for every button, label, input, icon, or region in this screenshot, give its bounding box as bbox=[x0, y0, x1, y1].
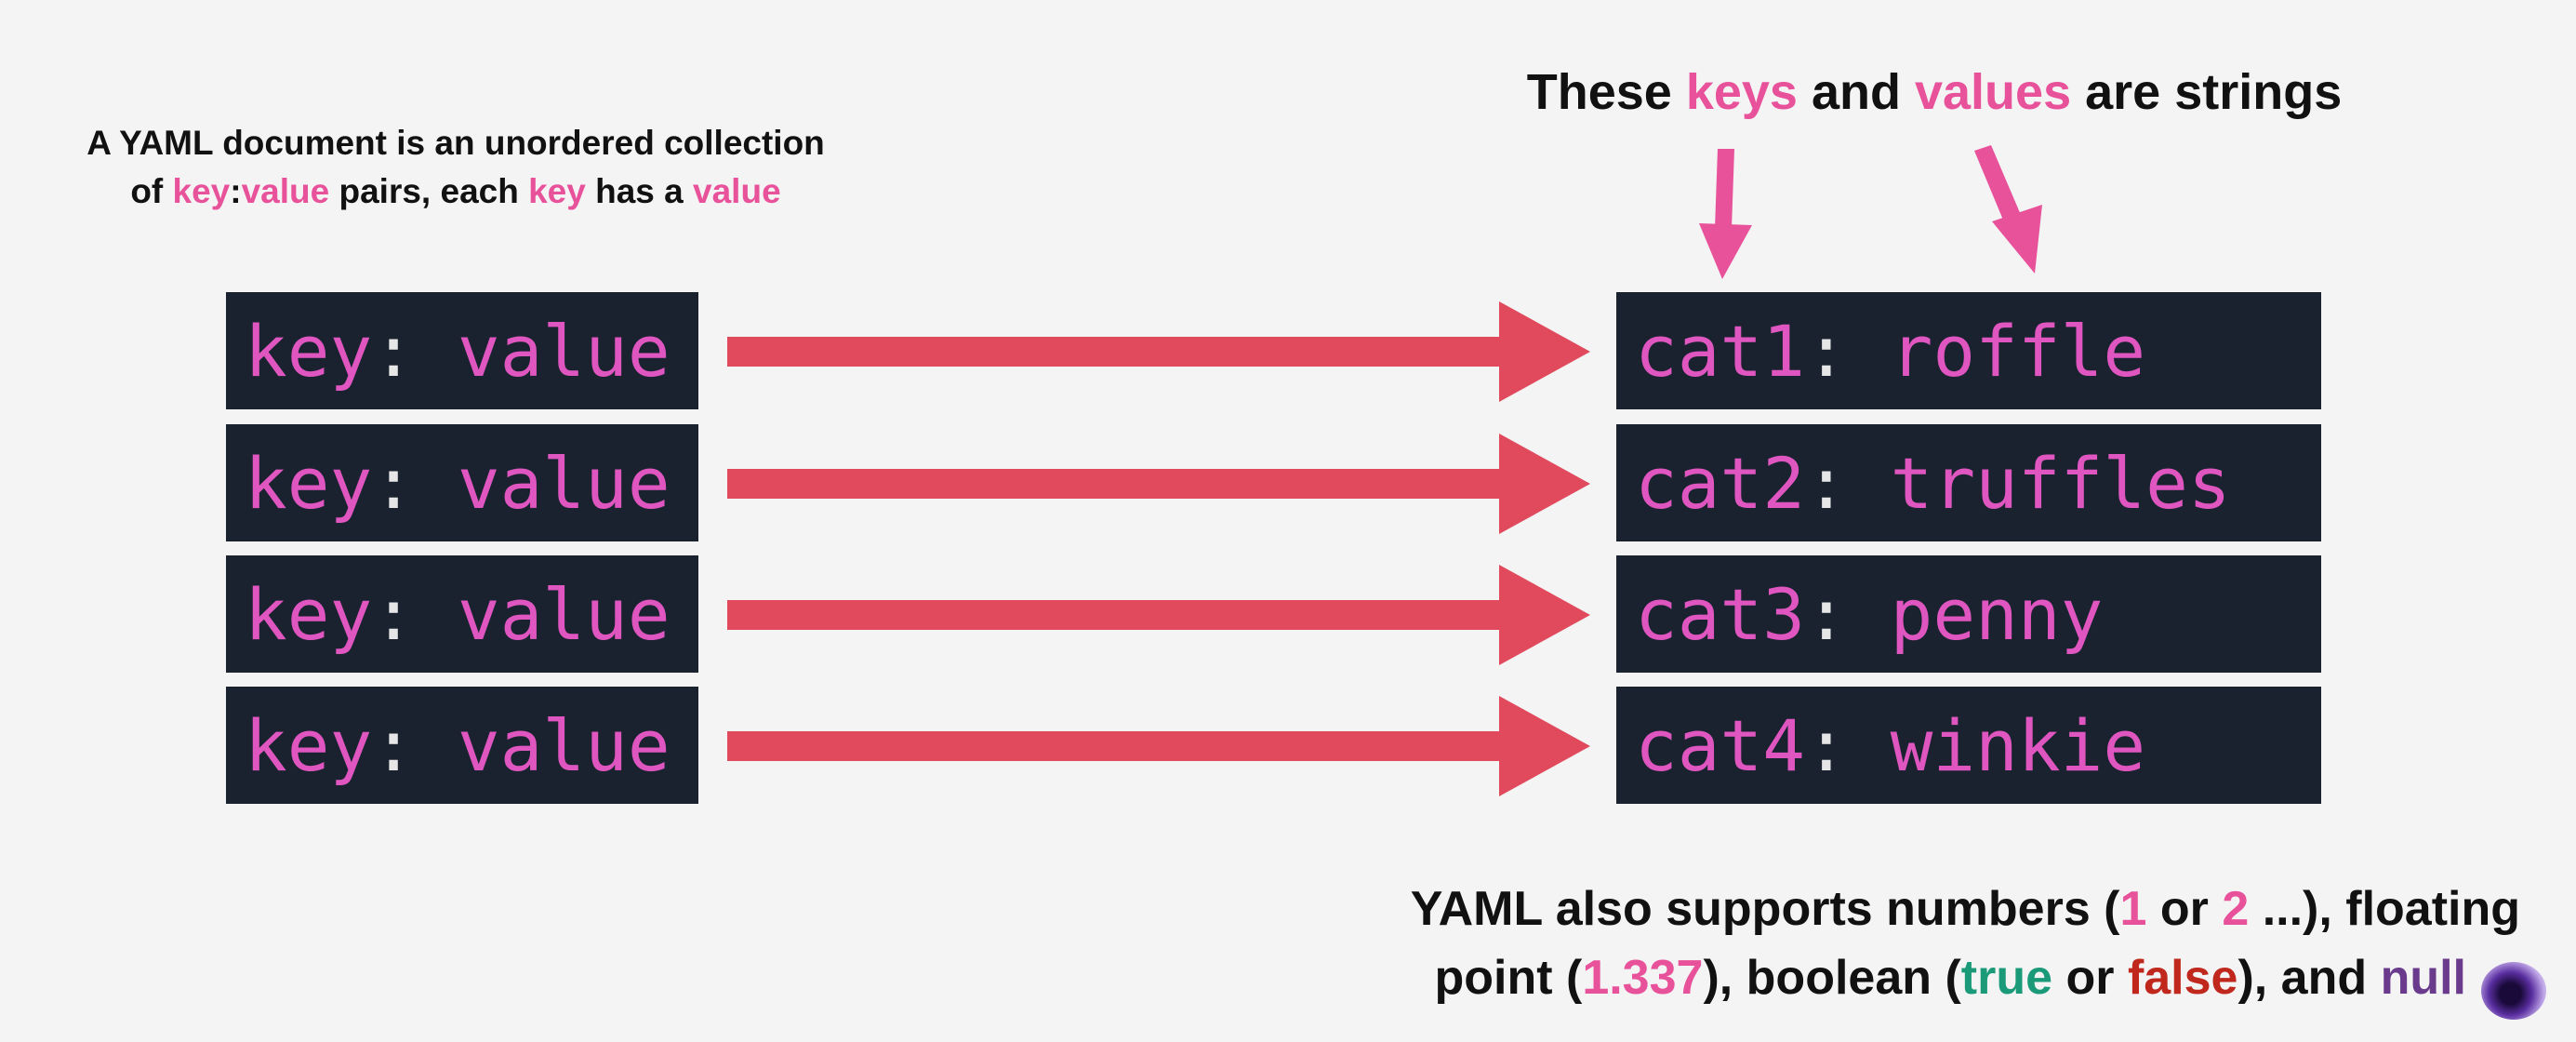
box-colon: : bbox=[372, 703, 416, 787]
box-colon: : bbox=[372, 309, 416, 393]
caption-colon: : bbox=[230, 172, 242, 210]
caption-null: null bbox=[2380, 951, 2466, 1005]
key-value-box-1: key: value bbox=[226, 292, 698, 409]
caption-or-1: or bbox=[2146, 882, 2223, 936]
caption-boolean-text: ), boolean ( bbox=[1703, 951, 1961, 1005]
caption-and-text: ), and bbox=[2237, 951, 2381, 1005]
caption-bottom-line2: point (1.337), boolean (true or false), … bbox=[1283, 943, 2520, 1012]
caption-mid: pairs, each bbox=[329, 172, 529, 210]
box-key: key bbox=[245, 441, 373, 525]
caption-true: true bbox=[1960, 951, 2053, 1005]
key-value-box-4: key: value bbox=[226, 687, 698, 804]
caption-float-value: 1.337 bbox=[1582, 951, 1704, 1005]
caption-key-word: key bbox=[172, 172, 231, 210]
box-value: value bbox=[457, 572, 671, 656]
caption-value-word: value bbox=[241, 172, 330, 210]
caption-number-2: 2 bbox=[2222, 882, 2250, 936]
caption-top: These keys and values are strings bbox=[1395, 63, 2474, 121]
cursor-highlight bbox=[2481, 962, 2546, 1020]
down-arrows bbox=[1699, 145, 2042, 279]
caption-value-word-2: value bbox=[693, 172, 781, 210]
cat-colon: : bbox=[1805, 572, 1848, 656]
arrow-row-3 bbox=[727, 565, 1590, 665]
caption-key-word-2: key bbox=[528, 172, 586, 210]
arrow-row-1 bbox=[727, 301, 1590, 402]
box-colon: : bbox=[372, 441, 416, 525]
values-arrow bbox=[1974, 145, 2042, 274]
caption-or-2: or bbox=[2052, 951, 2128, 1005]
caption-bottom: YAML also supports numbers (1 or 2 ...),… bbox=[1283, 875, 2520, 1012]
cat-colon: : bbox=[1805, 703, 1848, 787]
cat-box-4: cat4: winkie bbox=[1616, 687, 2321, 804]
cat-value: penny bbox=[1890, 572, 2104, 656]
cat-colon: : bbox=[1805, 309, 1848, 393]
caption-numbers-text: YAML also supports numbers ( bbox=[1410, 882, 2120, 936]
cat-value: truffles bbox=[1890, 441, 2231, 525]
caption-left: A YAML document is an unordered collecti… bbox=[46, 119, 865, 216]
box-value: value bbox=[457, 441, 671, 525]
keys-arrow bbox=[1699, 149, 1752, 279]
caption-left-line2: of key:value pairs, each key has a value bbox=[46, 167, 865, 216]
caption-of: of bbox=[130, 172, 173, 210]
caption-floating-text: ...), floating bbox=[2249, 882, 2520, 936]
cat-key: cat3 bbox=[1635, 572, 1806, 656]
caption-number-1: 1 bbox=[2119, 882, 2147, 936]
caption-left-line1: A YAML document is an unordered collecti… bbox=[86, 124, 825, 162]
arrow-row-4 bbox=[727, 696, 1590, 796]
cat-colon: : bbox=[1805, 441, 1848, 525]
key-value-box-2: key: value bbox=[226, 424, 698, 541]
cat-box-1: cat1: roffle bbox=[1616, 292, 2321, 409]
caption-bottom-line1: YAML also supports numbers (1 or 2 ...),… bbox=[1283, 875, 2520, 943]
caption-has-a: has a bbox=[585, 172, 694, 210]
cat-key: cat1 bbox=[1635, 309, 1806, 393]
cat-box-3: cat3: penny bbox=[1616, 555, 2321, 673]
box-key: key bbox=[245, 572, 373, 656]
caption-and: and bbox=[1797, 64, 1915, 120]
box-key: key bbox=[245, 309, 373, 393]
horizontal-arrows bbox=[727, 301, 1590, 796]
cat-value: roffle bbox=[1890, 309, 2146, 393]
box-value: value bbox=[457, 703, 671, 787]
key-value-box-3: key: value bbox=[226, 555, 698, 673]
cat-key: cat2 bbox=[1635, 441, 1806, 525]
box-colon: : bbox=[372, 572, 416, 656]
box-key: key bbox=[245, 703, 373, 787]
cat-key: cat4 bbox=[1635, 703, 1806, 787]
caption-keys: keys bbox=[1685, 64, 1798, 120]
caption-are-strings: are strings bbox=[2071, 64, 2343, 120]
box-value: value bbox=[457, 309, 671, 393]
cat-value: winkie bbox=[1890, 703, 2146, 787]
arrow-row-2 bbox=[727, 434, 1590, 534]
caption-false: false bbox=[2127, 951, 2238, 1005]
caption-point-text: point ( bbox=[1434, 951, 1583, 1005]
cat-box-2: cat2: truffles bbox=[1616, 424, 2321, 541]
caption-values: values bbox=[1914, 64, 2072, 120]
caption-these: These bbox=[1526, 64, 1686, 120]
